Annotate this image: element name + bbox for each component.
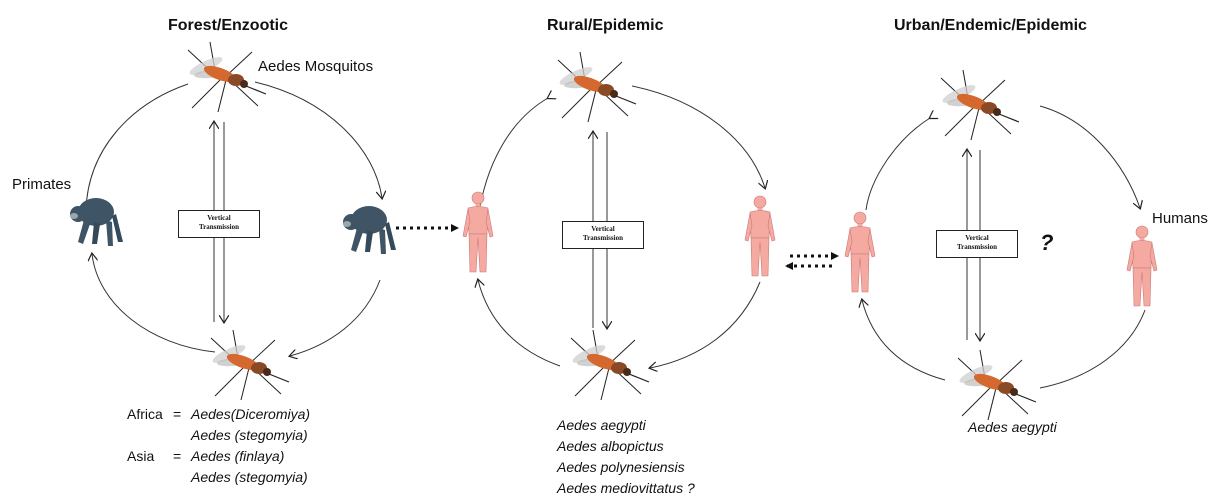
species-name: Aedes aegypti [557, 415, 695, 436]
panel-title-rural: Rural/Epidemic [547, 17, 663, 35]
box-line-2: Transmission [181, 223, 257, 232]
box-line-2: Transmission [939, 243, 1015, 252]
species-row: Aedes (stegomyia) [127, 425, 310, 446]
species-name: Aedes aegypti [968, 417, 1057, 438]
cycle-arrow-mosquito-to-primate [255, 82, 382, 198]
uncertainty-mark: ? [1040, 230, 1053, 256]
species-name: Aedes mediovittatus ? [557, 478, 695, 499]
primate-icon [70, 198, 123, 246]
mosquito-icon [558, 52, 636, 122]
cycle-arrow-human-to-mosquito [478, 98, 548, 220]
human-icon [745, 196, 775, 276]
species-name: Aedes albopictus [557, 436, 695, 457]
mosquito-label: Aedes Mosquitos [258, 58, 373, 75]
region-label: Africa [127, 404, 173, 425]
equals-sign: = [173, 446, 191, 467]
cycle-arrow-human-to-mosquito [866, 118, 930, 210]
panel-title-urban: Urban/Endemic/Epidemic [894, 17, 1087, 35]
urban-species-list: Aedes aegypti [968, 417, 1057, 438]
species-name: Aedes (stegomyia) [191, 469, 308, 485]
primates-label: Primates [12, 176, 71, 193]
cycle-arrow-mosquito-to-human [632, 86, 765, 188]
cycle-arrow-primate-to-mosquito [290, 280, 380, 356]
human-icon [1127, 226, 1157, 306]
cycle-arrow-mosquito-to-human-2 [478, 280, 560, 366]
cycle-arrow-human-to-mosquito-2 [650, 282, 760, 368]
species-name: Aedes (finlaya) [191, 448, 284, 464]
cycle-arrow-primates-to-mosquito [86, 84, 188, 210]
rural-species-list: Aedes aegypti Aedes albopictus Aedes pol… [557, 415, 695, 499]
humans-label: Humans [1152, 210, 1208, 227]
forest-species-list: Africa=Aedes(Diceromiya) Aedes (stegomyi… [127, 404, 310, 488]
mosquito-icon [941, 70, 1019, 140]
species-row: Aedes (stegomyia) [127, 467, 310, 488]
primate-icon [343, 206, 396, 254]
species-row: Africa=Aedes(Diceromiya) [127, 404, 310, 425]
cycle-arrow-mosquito-to-human-2 [862, 300, 945, 380]
box-line-2: Transmission [565, 234, 641, 243]
species-name: Aedes (stegomyia) [191, 427, 308, 443]
panel-title-forest: Forest/Enzootic [168, 17, 288, 35]
vertical-transmission-box: Vertical Transmission [936, 230, 1018, 258]
species-name: Aedes polynesiensis [557, 457, 695, 478]
mosquito-icon [571, 330, 649, 400]
mosquito-icon [958, 350, 1036, 420]
species-row: Asia=Aedes (finlaya) [127, 446, 310, 467]
subgenus: (Diceromiya) [231, 406, 310, 422]
cycle-arrow-human-to-mosquito-2 [1040, 310, 1145, 388]
human-icon [463, 192, 493, 272]
vertical-transmission-box: Vertical Transmission [562, 221, 644, 249]
box-line-1: Vertical [939, 234, 1015, 243]
box-line-1: Vertical [565, 225, 641, 234]
human-icon [845, 212, 875, 292]
cycle-arrow-mosquito-to-human [1040, 106, 1140, 208]
mosquito-icon [211, 330, 289, 400]
vertical-transmission-box: Vertical Transmission [178, 210, 260, 238]
equals-sign: = [173, 404, 191, 425]
region-label: Asia [127, 446, 173, 467]
box-line-1: Vertical [181, 214, 257, 223]
cycle-arrow-mosquito-to-primates [92, 254, 215, 352]
genus: Aedes [191, 406, 231, 422]
mosquito-icon [188, 42, 266, 112]
